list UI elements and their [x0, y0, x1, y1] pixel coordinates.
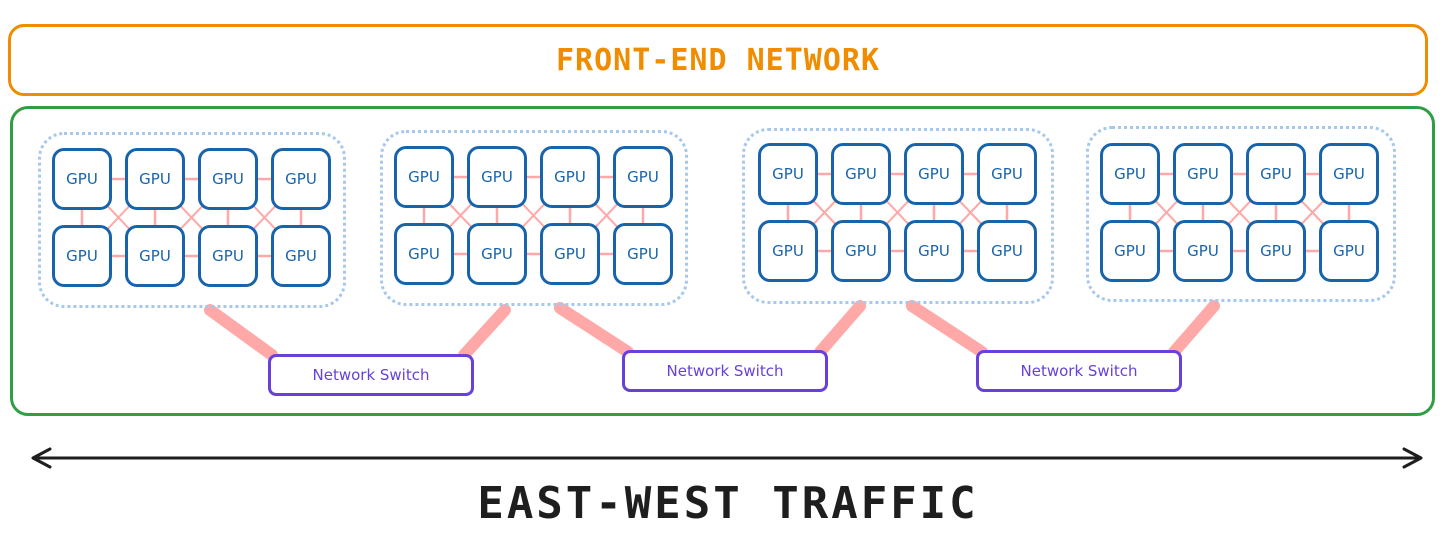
front-end-network: FRONT-END NETWORK	[8, 24, 1428, 96]
gpu-node-1	[38, 132, 346, 308]
gpu: GPU	[467, 146, 527, 208]
gpu: GPU	[977, 220, 1037, 282]
gpu: GPU	[1173, 220, 1233, 282]
gpu: GPU	[1319, 143, 1379, 205]
network-switch-2: Network Switch	[622, 350, 828, 392]
gpu: GPU	[758, 143, 818, 205]
gpu: GPU	[831, 220, 891, 282]
front-end-network-label: FRONT-END NETWORK	[555, 42, 881, 78]
backend-network	[10, 106, 1435, 416]
gpu: GPU	[198, 148, 258, 210]
gpu: GPU	[394, 223, 454, 285]
gpu: GPU	[198, 225, 258, 287]
gpu: GPU	[125, 225, 185, 287]
gpu: GPU	[904, 143, 964, 205]
gpu-node-4	[1086, 126, 1396, 302]
network-switch-label: Network Switch	[1020, 362, 1138, 380]
gpu: GPU	[758, 220, 818, 282]
gpu: GPU	[904, 220, 964, 282]
network-switch-label: Network Switch	[666, 362, 784, 380]
gpu: GPU	[1173, 143, 1233, 205]
gpu: GPU	[394, 146, 454, 208]
network-switch-label: Network Switch	[312, 366, 430, 384]
gpu: GPU	[540, 223, 600, 285]
gpu: GPU	[52, 225, 112, 287]
gpu: GPU	[271, 148, 331, 210]
gpu: GPU	[613, 223, 673, 285]
gpu-node-2	[380, 130, 688, 306]
gpu: GPU	[1100, 220, 1160, 282]
gpu: GPU	[613, 146, 673, 208]
gpu: GPU	[1100, 143, 1160, 205]
gpu: GPU	[52, 148, 112, 210]
gpu: GPU	[125, 148, 185, 210]
gpu: GPU	[1319, 220, 1379, 282]
network-switch-1: Network Switch	[268, 354, 474, 396]
gpu-node-3	[742, 128, 1054, 304]
gpu: GPU	[977, 143, 1037, 205]
gpu: GPU	[1246, 220, 1306, 282]
gpu: GPU	[271, 225, 331, 287]
network-switch-3: Network Switch	[976, 350, 1182, 392]
east-west-traffic-label: EAST-WEST TRAFFIC	[477, 478, 979, 529]
gpu: GPU	[540, 146, 600, 208]
gpu: GPU	[1246, 143, 1306, 205]
gpu: GPU	[831, 143, 891, 205]
gpu: GPU	[467, 223, 527, 285]
